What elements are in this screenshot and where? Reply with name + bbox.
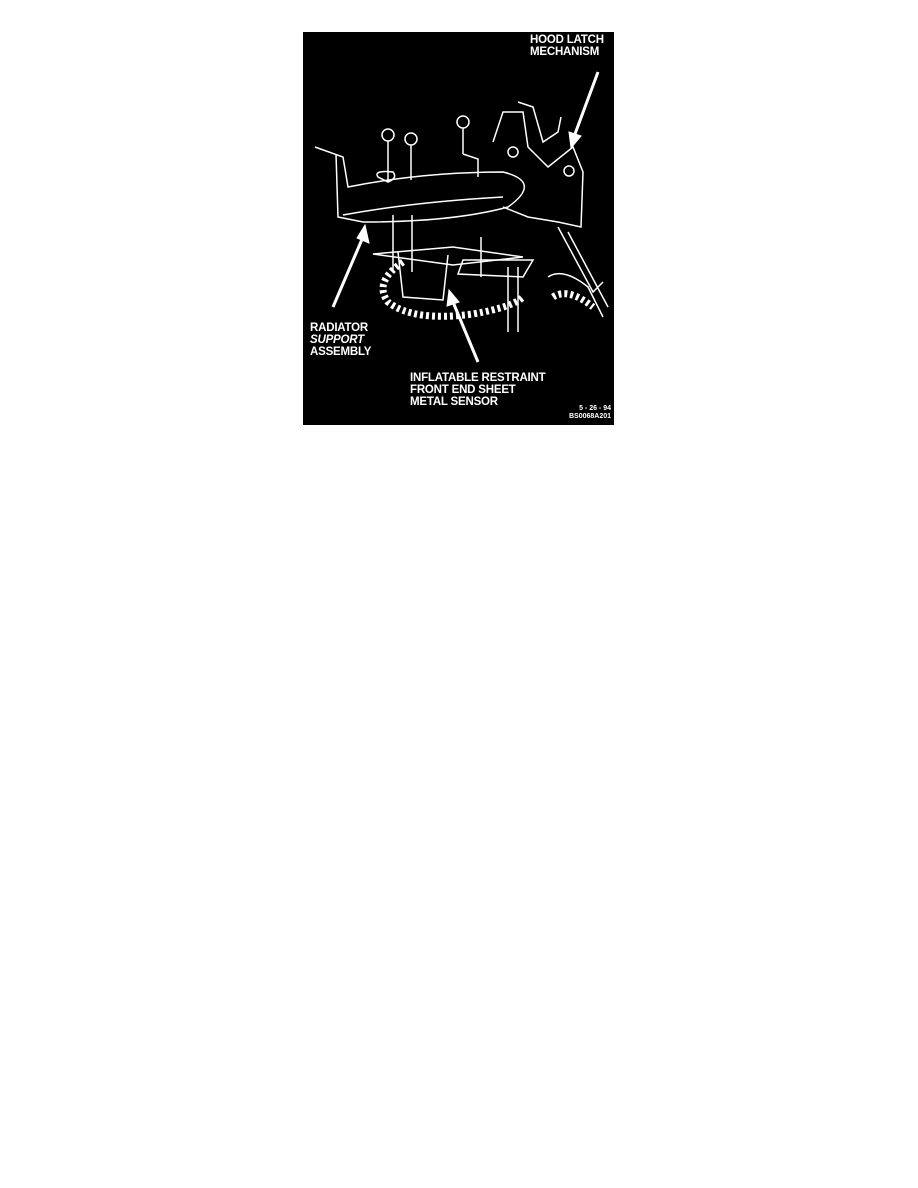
bolt-icon: [381, 128, 395, 182]
hood-latch-label: HOOD LATCH MECHANISM: [530, 34, 604, 58]
label-line: FRONT END SHEET: [410, 384, 516, 396]
date-code: 5 - 26 - 94: [579, 405, 611, 412]
diagram-drawing: [314, 71, 609, 363]
label-line: METAL SENSOR: [410, 396, 498, 408]
label-line: INFLATABLE RESTRAINT: [410, 372, 546, 384]
sensor-label: INFLATABLE RESTRAINT FRONT END SHEET MET…: [410, 372, 546, 408]
label-line: SUPPORT: [310, 334, 364, 346]
label-line: MECHANISM: [530, 46, 600, 58]
label-line: HOOD LATCH: [530, 34, 604, 46]
bolt-icon: [404, 132, 418, 180]
sensor-location-diagram: HOOD LATCH MECHANISM RADIATOR SUPPORT AS…: [303, 32, 614, 425]
bolt-icon: [456, 115, 479, 177]
figure-codes: 5 - 26 - 94 BS0068A201: [569, 405, 611, 421]
figure-id: BS0068A201: [568, 413, 611, 420]
label-line: ASSEMBLY: [310, 346, 372, 358]
label-line: RADIATOR: [310, 322, 369, 334]
radiator-support-label: RADIATOR SUPPORT ASSEMBLY: [310, 322, 371, 358]
